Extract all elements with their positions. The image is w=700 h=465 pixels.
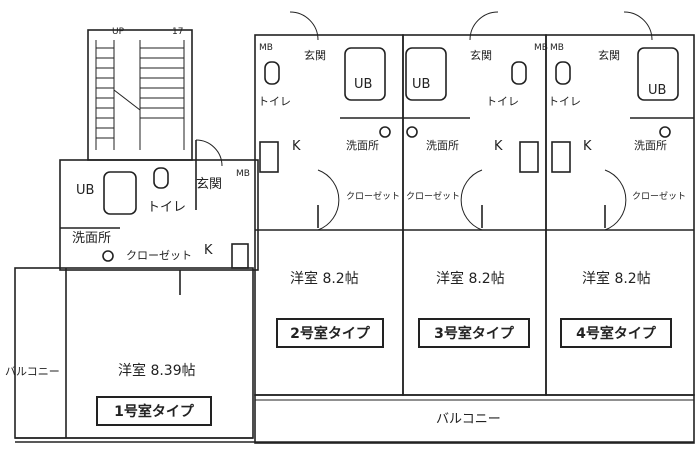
unit-3-entry-label: 玄関 bbox=[470, 49, 492, 62]
unit-3-type-badge: 3号室タイプ bbox=[418, 318, 530, 348]
unit-3-stove-icon bbox=[519, 141, 539, 173]
unit-4-entry-label: 玄関 bbox=[598, 49, 620, 62]
unit-1-sink-icon bbox=[102, 250, 114, 262]
balcony-outline bbox=[254, 394, 695, 444]
stairs-icon bbox=[95, 40, 185, 150]
stairs-count-label: 17 bbox=[172, 27, 184, 37]
unit-1-stove-icon bbox=[231, 243, 249, 269]
stairs-up-label: UP bbox=[112, 27, 125, 37]
shared-balcony-label: バルコニー bbox=[436, 412, 501, 427]
unit-1-kitchen-label: K bbox=[204, 243, 213, 258]
unit-1-mb-label: MB bbox=[236, 169, 250, 179]
unit-1-outline bbox=[59, 159, 259, 271]
unit-3-door-icon bbox=[469, 11, 499, 41]
unit-4-room-label: 洋室 8.2帖 bbox=[582, 271, 651, 287]
unit-4-kitchen-label: K bbox=[583, 139, 592, 154]
unit-2-room-label: 洋室 8.2帖 bbox=[290, 271, 359, 287]
unit-4-toilet-label: トイレ bbox=[548, 95, 581, 108]
unit-1-door-icon bbox=[195, 139, 223, 167]
unit-2-closet-label: クローゼット bbox=[346, 192, 401, 202]
unit-2-toilet-icon bbox=[264, 61, 280, 85]
unit-4-ub-label: UB bbox=[648, 83, 667, 98]
unit-4-stove-icon bbox=[551, 141, 571, 173]
unit-3-toilet-icon bbox=[511, 61, 527, 85]
unit-4-bathtub-icon bbox=[637, 47, 679, 101]
unit-3-washroom-label: 洗面所 bbox=[426, 139, 459, 152]
unit-3-bathtub-icon bbox=[405, 47, 447, 101]
unit-1-room-label: 洋室 8.39帖 bbox=[118, 363, 196, 379]
unit-1-bathtub-icon bbox=[103, 171, 137, 215]
unit-2-mb-label: MB bbox=[259, 43, 273, 53]
unit-2-washroom-label: 洗面所 bbox=[346, 139, 379, 152]
unit-1-closet-label: クローゼット bbox=[126, 249, 192, 262]
unit-2-entry-label: 玄関 bbox=[304, 49, 326, 62]
unit-2-stove-icon bbox=[259, 141, 279, 173]
unit-1-toilet-icon bbox=[153, 167, 169, 189]
unit-1-balcony-label: バルコニー bbox=[5, 365, 60, 378]
unit-2-type-badge: 2号室タイプ bbox=[276, 318, 384, 348]
unit-2-toilet-label: トイレ bbox=[258, 95, 291, 108]
unit-2-ub-label: UB bbox=[354, 77, 373, 92]
unit-4-mb-label: MB bbox=[550, 43, 564, 53]
unit-3-room-label: 洋室 8.2帖 bbox=[436, 271, 505, 287]
unit-3-kitchen-label: K bbox=[494, 139, 503, 154]
unit-2-kitchen-label: K bbox=[292, 139, 301, 154]
unit-3-closet-label: クローゼット bbox=[406, 192, 461, 202]
unit-4-type-badge: 4号室タイプ bbox=[560, 318, 672, 348]
unit-1-ub-label: UB bbox=[76, 183, 95, 198]
unit-1-toilet-label: トイレ bbox=[147, 200, 187, 215]
unit-3-ub-label: UB bbox=[412, 77, 431, 92]
unit-3-sink-icon bbox=[406, 126, 418, 138]
unit-3-mb-label: MB bbox=[534, 43, 548, 53]
unit-4-washroom-label: 洗面所 bbox=[634, 139, 667, 152]
unit-3-toilet-label: トイレ bbox=[486, 95, 519, 108]
unit-4-sink-icon bbox=[659, 126, 671, 138]
unit-4-door-icon bbox=[623, 11, 653, 41]
unit-2-bathtub-icon bbox=[344, 47, 386, 101]
unit-1-entry-label: 玄関 bbox=[196, 177, 223, 192]
unit-4-closet-label: クローゼット bbox=[632, 192, 687, 202]
unit-2-sink-icon bbox=[379, 126, 391, 138]
unit-4-toilet-icon bbox=[555, 61, 571, 85]
unit-1-type-badge: 1号室タイプ bbox=[96, 396, 212, 426]
unit-1-washroom-label: 洗面所 bbox=[72, 231, 112, 246]
unit-2-door-icon bbox=[289, 11, 319, 41]
